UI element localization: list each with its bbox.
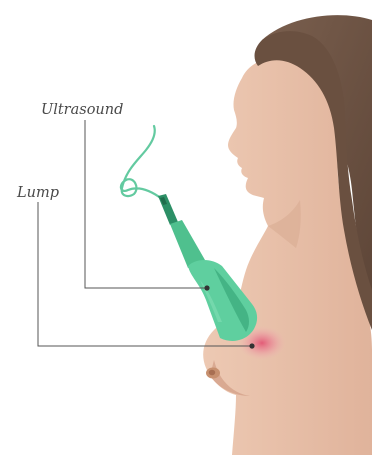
ultrasound-probe-icon [158,194,257,341]
lump-label: Lump [17,186,59,201]
lump-leader-dot [249,343,254,348]
ultrasound-cable [121,126,162,199]
ultrasound-leader-dot [204,285,209,290]
nipple-icon [206,368,220,379]
ultrasound-label: Ultrasound [41,103,123,118]
